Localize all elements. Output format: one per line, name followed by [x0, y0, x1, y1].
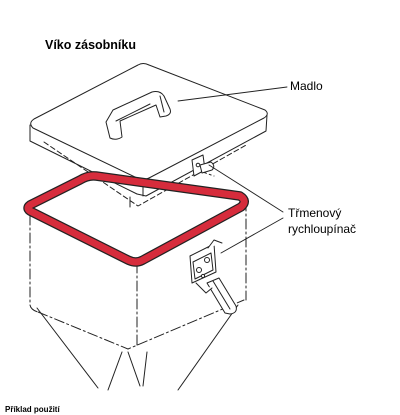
clamp-arm: [195, 282, 213, 294]
leader-line-clamp-lower: [220, 217, 284, 254]
funnel-line: [127, 351, 141, 387]
label-handle: Madlo: [290, 79, 323, 93]
funnel-line: [142, 351, 148, 387]
lid-handle: [105, 91, 171, 140]
hopper-funnel: [36, 304, 239, 391]
funnel-line: [107, 351, 123, 391]
footer-caption: Příklad použití: [5, 405, 60, 414]
clamp-bolt: [200, 273, 206, 279]
lid-top-face: [30, 63, 268, 180]
label-clamp-line1: Třmenový: [288, 206, 342, 220]
funnel-line: [177, 304, 239, 391]
upper-clamp-lever: [199, 161, 215, 174]
diagram-title: Víko zásobníku: [45, 38, 136, 52]
gasket-ring: [23, 171, 249, 267]
hopper-bottom-edge: [37, 299, 245, 350]
leader-line-handle: [177, 86, 288, 102]
upper-clamp-bolt: [195, 162, 201, 168]
label-clamp-line2: rychloupínač: [288, 222, 357, 236]
handle-grip-edge: [159, 95, 165, 113]
handle-grip: [105, 91, 171, 140]
clamp-hook: [207, 239, 223, 249]
clamp-lever-edge: [212, 280, 231, 310]
leader-line-clamp-upper: [208, 164, 284, 213]
lid-hidden-rim: [43, 141, 249, 207]
toggle-clamp: [189, 239, 237, 315]
funnel-line: [36, 307, 99, 389]
clamp-bolt: [196, 267, 202, 273]
leader-lines: [177, 86, 288, 254]
hopper-left-side: [29, 214, 39, 313]
upper-clamp: [191, 154, 215, 177]
handle-grip-edge: [115, 103, 151, 122]
gasket-band: [24, 172, 248, 266]
clamp-bolt: [204, 257, 210, 263]
